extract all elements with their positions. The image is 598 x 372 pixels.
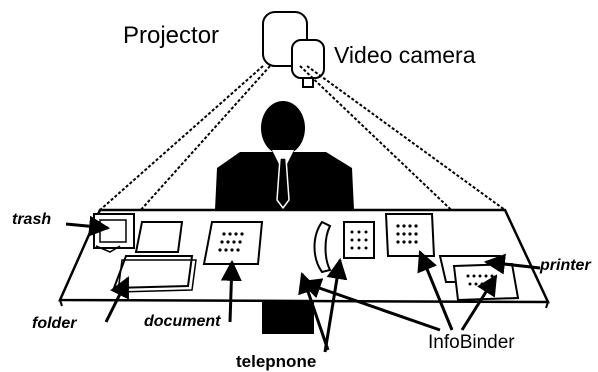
document-label: document xyxy=(144,313,221,330)
infobinder-arrow-1 xyxy=(300,278,441,332)
document-icon xyxy=(202,221,264,265)
video-camera-icon xyxy=(291,39,325,88)
trash-icon xyxy=(93,213,135,253)
telephone-icon xyxy=(313,220,375,274)
telephone-label: telepnone xyxy=(236,352,317,371)
printer-arrow xyxy=(483,253,541,275)
telephone-arrow-1 xyxy=(323,257,348,353)
printer-label: printer xyxy=(540,257,591,274)
infobinder-label: InfoBinder xyxy=(428,332,515,353)
folder-arrow xyxy=(104,276,130,323)
document-arrow xyxy=(220,259,242,323)
person-figure xyxy=(215,101,354,334)
trash-arrow xyxy=(65,215,111,237)
folder-label: folder xyxy=(32,315,77,332)
video-camera-label: Video camera xyxy=(334,42,476,68)
infobinder-arrow-2 xyxy=(417,250,454,331)
projector-label: Projector xyxy=(123,22,220,49)
pointer-arrows xyxy=(65,215,541,353)
infobinder-arrow-3 xyxy=(460,274,498,331)
trash-label: trash xyxy=(12,211,52,228)
folder-icon xyxy=(112,221,197,293)
infobinder-icon xyxy=(384,213,436,257)
